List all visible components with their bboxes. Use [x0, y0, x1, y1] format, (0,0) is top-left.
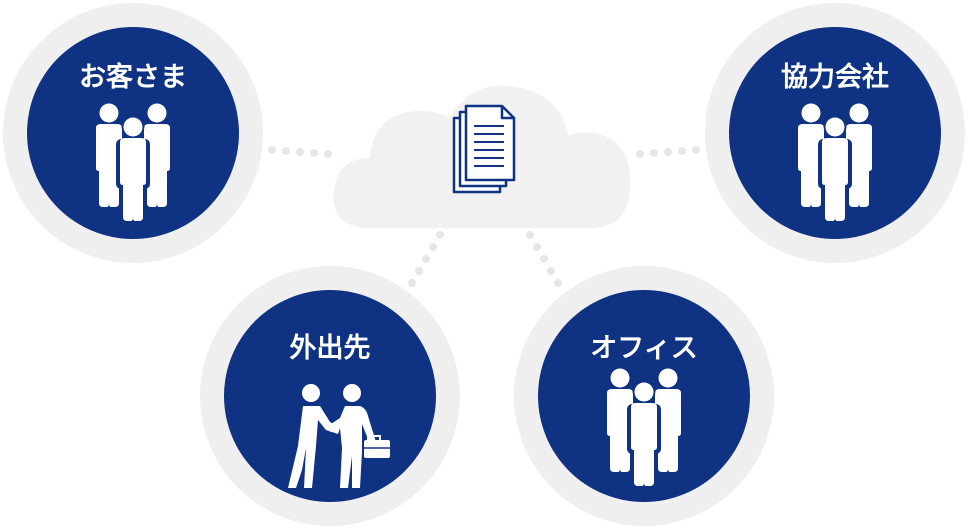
- connector-outside: [408, 231, 444, 287]
- node-partners: 協力会社: [705, 3, 965, 263]
- connector-office: [526, 231, 562, 287]
- group-people-icon: [607, 369, 681, 487]
- node-label-partners: 協力会社: [781, 61, 889, 93]
- cloud-hub: [333, 85, 631, 228]
- node-circle: [224, 290, 436, 502]
- group-people-icon: [96, 104, 170, 222]
- connector-customers: [268, 146, 332, 158]
- documents-icon: [452, 104, 516, 194]
- connectors: [268, 146, 700, 287]
- node-label-office: オフィス: [590, 333, 697, 364]
- node-outside: 外出先: [200, 266, 460, 526]
- node-customers: お客さま: [3, 3, 263, 263]
- handshake-businessman-icon: [288, 384, 390, 488]
- node-office: オフィス: [514, 266, 774, 526]
- group-people-icon: [798, 104, 872, 222]
- node-label-outside: 外出先: [290, 333, 371, 364]
- connector-partners: [636, 146, 700, 158]
- node-label-customers: お客さま: [79, 61, 187, 93]
